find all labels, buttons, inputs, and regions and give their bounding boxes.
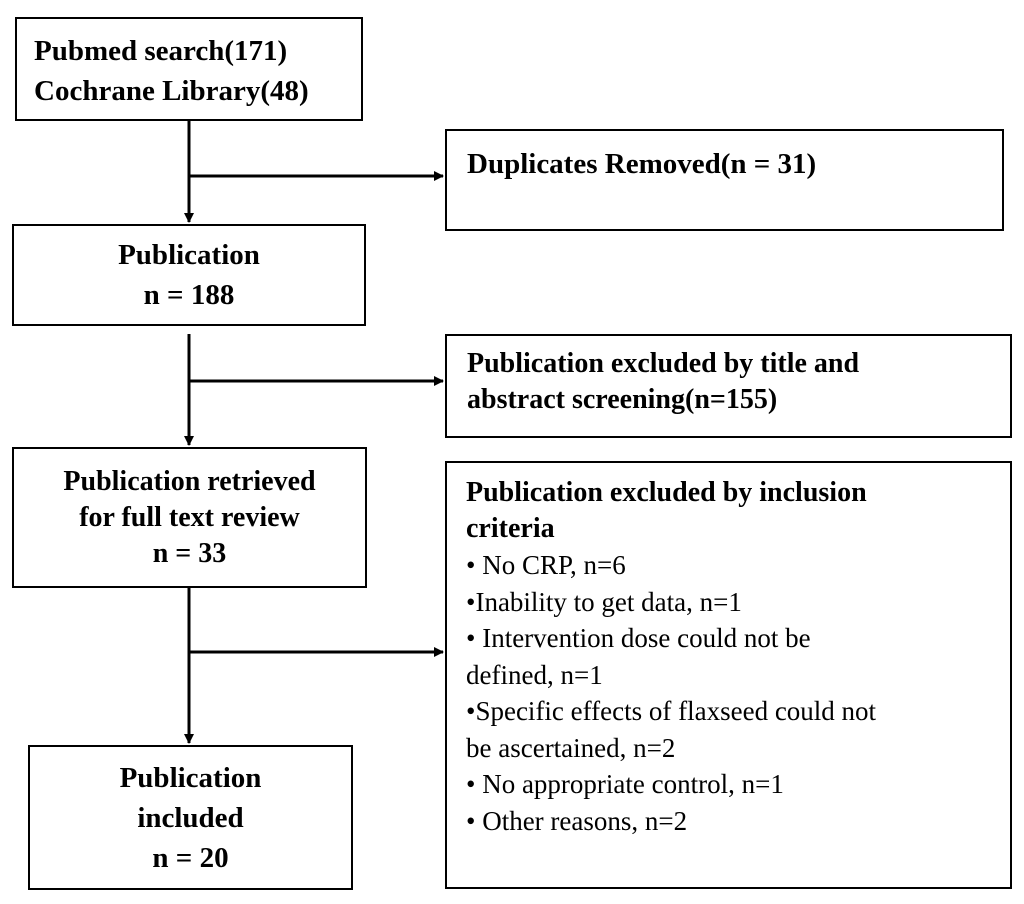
exclusion-reason-no-control: • No appropriate control, n=1 — [466, 769, 784, 799]
exclusion-reason-no-data: •Inability to get data, n=1 — [466, 586, 742, 617]
fulltext-box: Publication retrieved for full text revi… — [12, 447, 367, 588]
publication-count: n = 188 — [143, 279, 235, 311]
fulltext-count: n = 33 — [152, 537, 227, 569]
publication-box: Publication n = 188 — [12, 224, 366, 326]
search-line-cochrane: Cochrane Library(48) — [34, 75, 309, 107]
duplicates-text: Duplicates Removed(n = 31) — [467, 148, 817, 180]
fulltext-line-2: for full text review — [79, 501, 300, 533]
included-line-1: Publication — [119, 761, 262, 794]
included-count: n = 20 — [152, 841, 229, 874]
publication-label: Publication — [118, 239, 260, 271]
included-line-2: included — [137, 801, 244, 834]
included-box: Publication included n = 20 — [28, 745, 353, 890]
search-line-pubmed: Pubmed search(171) — [34, 35, 288, 67]
exclusion-reason-no-crp: • No CRP, n=6 — [466, 550, 626, 580]
inclusion-heading-line-2: criteria — [466, 513, 555, 544]
inclusion-exclusion-box: Publication excluded by inclusion criter… — [445, 461, 1012, 889]
exclusion-reason-flaxseed-line-1: •Specific effects of flaxseed could not — [466, 696, 877, 726]
title-exclusion-box: Publication excluded by title and abstra… — [445, 334, 1012, 438]
exclusion-reason-other: • Other reasons, n=2 — [466, 805, 688, 836]
title-exclusion-line-2: abstract screening(n=155) — [467, 384, 778, 415]
duplicates-box: Duplicates Removed(n = 31) — [445, 129, 1004, 231]
exclusion-reason-dose-line-1: • Intervention dose could not be — [466, 623, 811, 653]
inclusion-heading-line-1: Publication excluded by inclusion — [466, 477, 867, 508]
exclusion-reason-dose-line-2: defined, n=1 — [466, 659, 603, 690]
search-box: Pubmed search(171) Cochrane Library(48) — [15, 17, 363, 121]
title-exclusion-line-1: Publication excluded by title and — [467, 348, 860, 379]
exclusion-reason-flaxseed-line-2: be ascertained, n=2 — [466, 732, 676, 763]
fulltext-line-1: Publication retrieved — [63, 465, 316, 497]
